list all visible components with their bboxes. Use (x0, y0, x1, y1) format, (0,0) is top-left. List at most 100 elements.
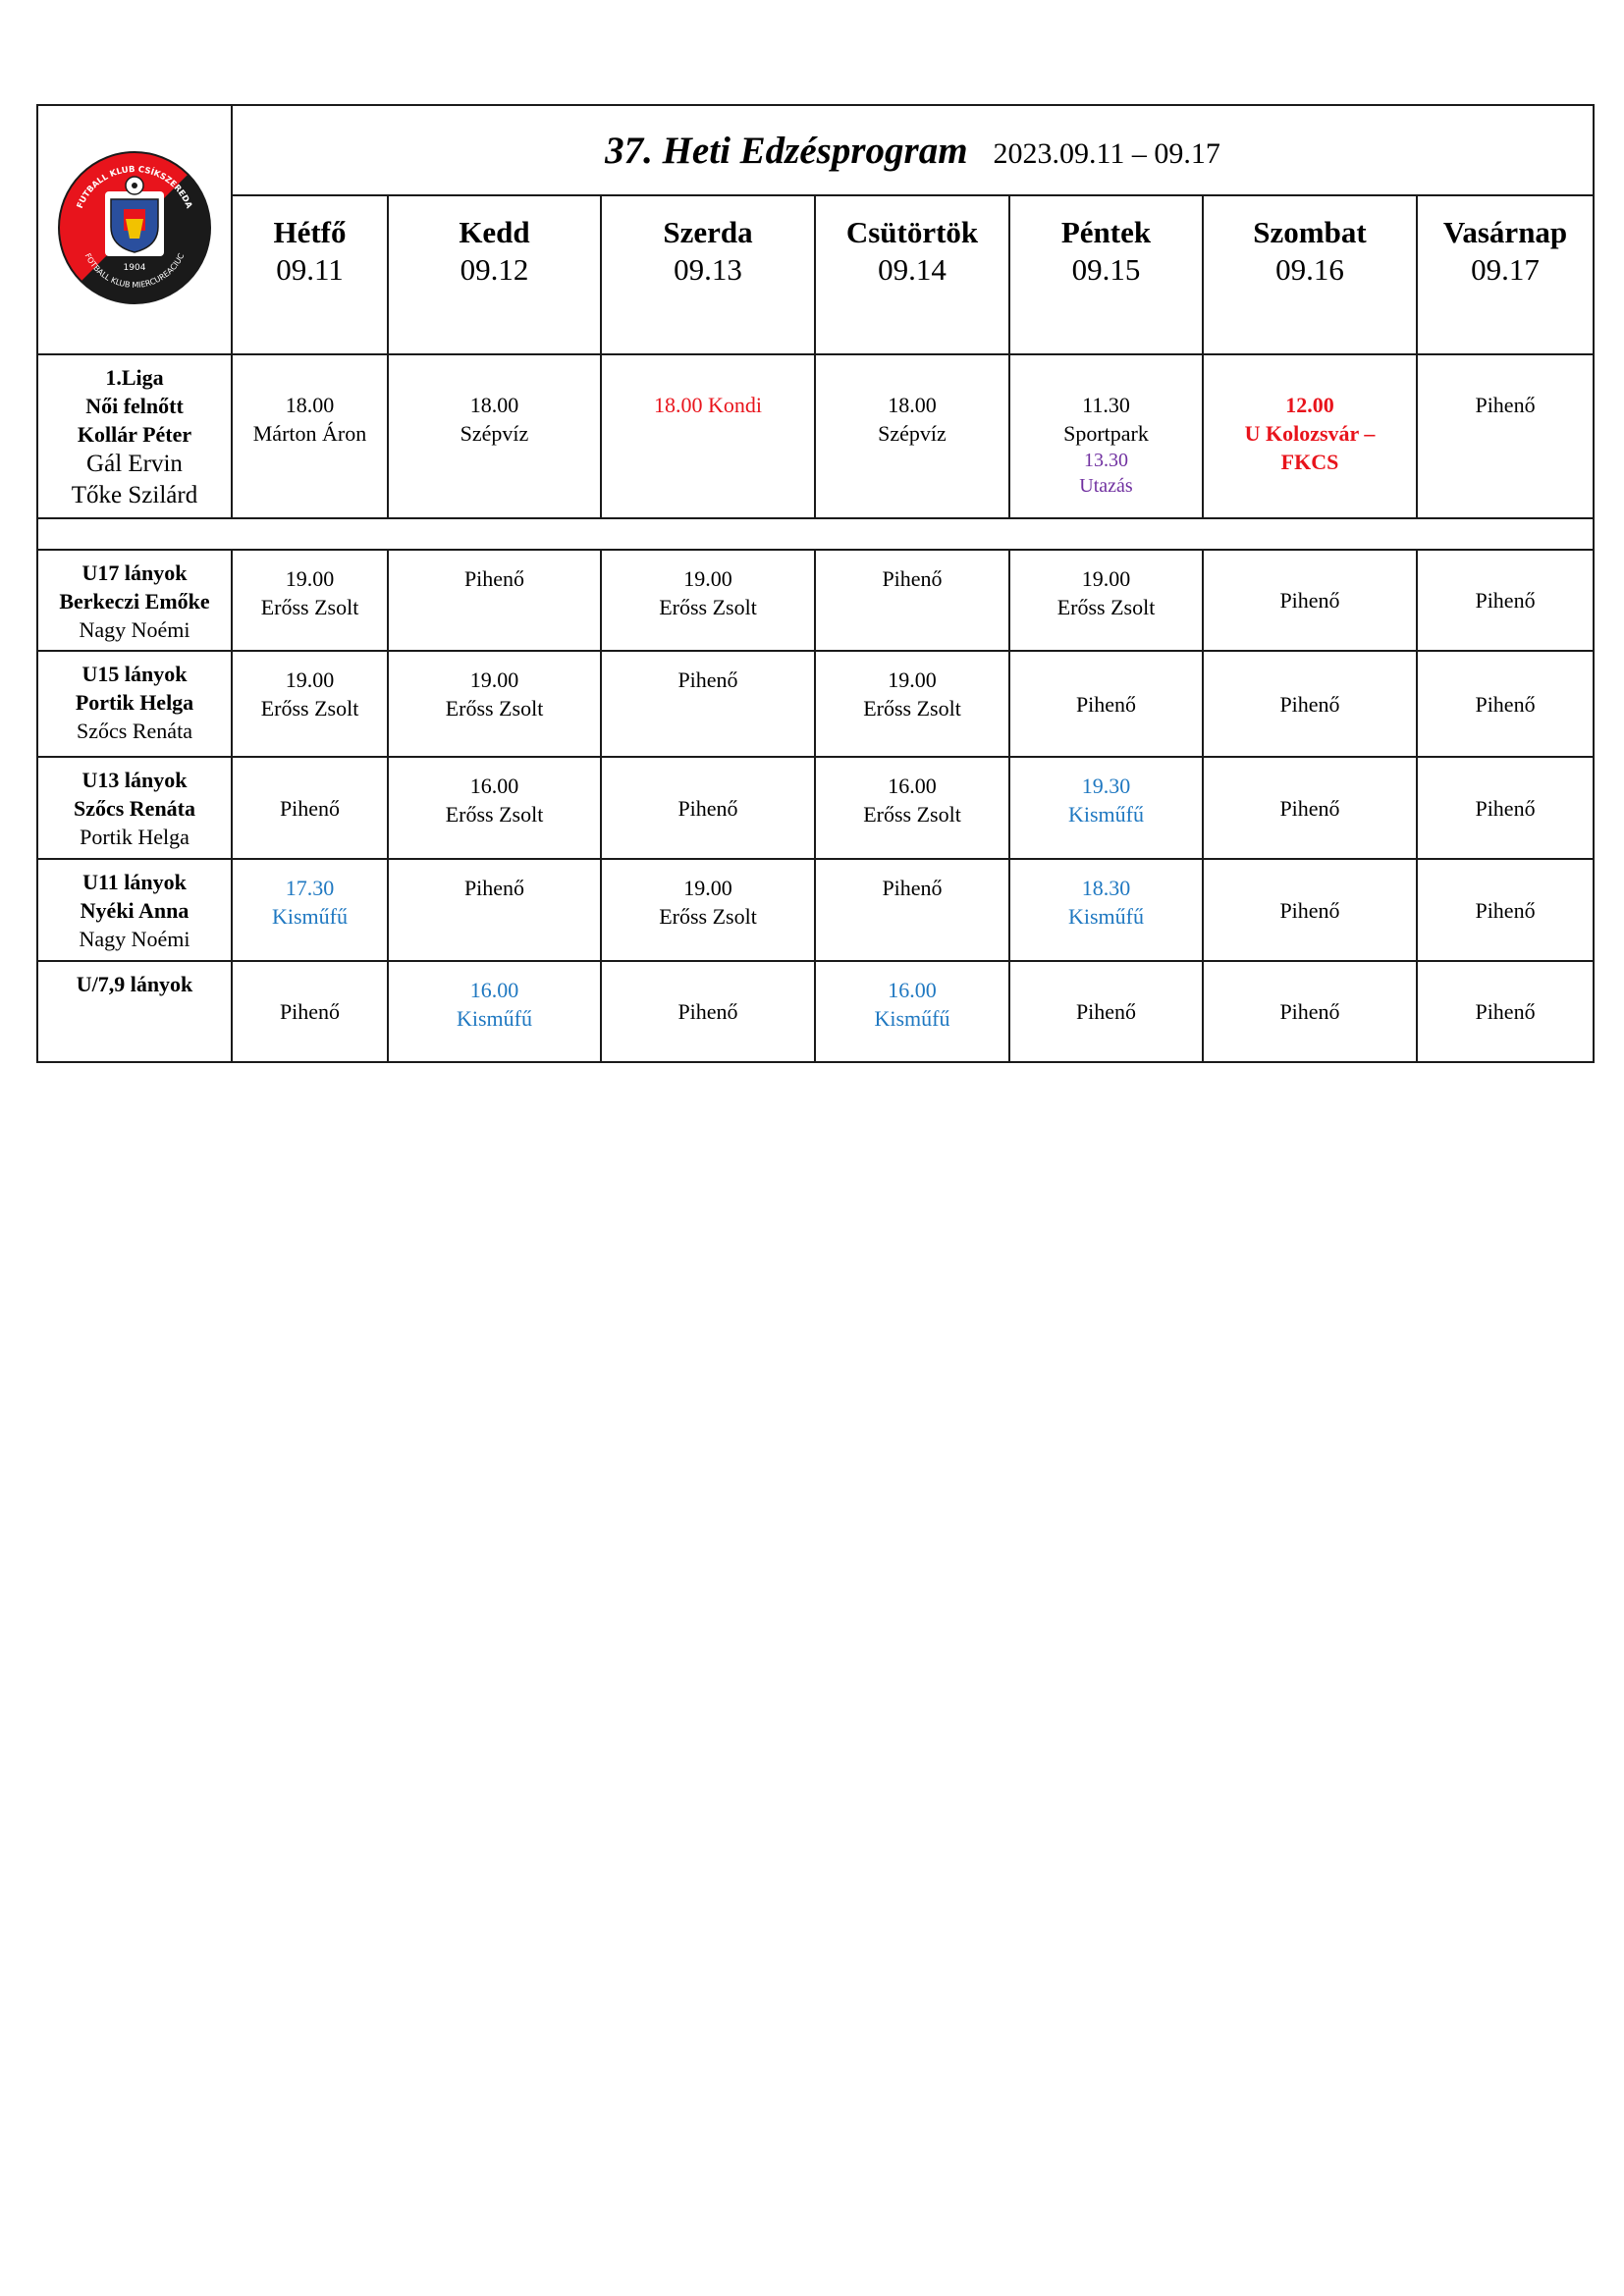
session-time: 16.00 (888, 774, 937, 798)
rest-text: Pihenő (1475, 691, 1536, 717)
session-time: 16.00 (888, 978, 937, 1002)
session-place: Erőss Zsolt (659, 904, 757, 929)
rest-text: Pihenő (463, 566, 525, 591)
session-time: 11.30 (1082, 393, 1130, 417)
team-name: U/7,9 lányok (76, 972, 193, 996)
day-date: 09.17 (1471, 252, 1540, 287)
rest-text: Pihenő (1279, 999, 1340, 1024)
schedule-row-u17: U17 lányok Berkeczi Emőke Nagy Noémi 19.… (36, 549, 1596, 652)
rest-text: Pihenő (1075, 691, 1137, 717)
session-text: 18.00 Kondi (654, 393, 762, 417)
schedule-row-liga: 1.Liga Női felnőtt Kollár Péter Gál Ervi… (36, 353, 1596, 519)
session-cell: 11.30 Sportpark 13.30 Utazás (1008, 353, 1204, 519)
match-cell: 12.00 U Kolozsvár – FKCS (1202, 353, 1418, 519)
session-time: 19.00 (888, 667, 937, 692)
rest-text: Pihenő (882, 566, 943, 591)
session-cell: Pihenő (1202, 960, 1418, 1063)
day-date: 09.11 (276, 252, 344, 287)
day-date: 09.13 (674, 252, 742, 287)
schedule-row-u15: U15 lányok Portik Helga Szőcs Renáta 19.… (36, 650, 1596, 758)
day-name: Csütörtök (845, 215, 979, 249)
schedule-row-u13: U13 lányok Szőcs Renáta Portik Helga Pih… (36, 756, 1596, 860)
session-place: Erőss Zsolt (863, 696, 961, 721)
match-teams: U Kolozsvár – (1244, 421, 1376, 446)
day-name: Hétfő (273, 215, 347, 249)
date-range: 2023.09.11 – 09.17 (993, 136, 1220, 170)
session-cell: Pihenő (1415, 549, 1596, 652)
rest-text: Pihenő (677, 795, 738, 821)
session-cell: Pihenő (600, 756, 816, 860)
session-cell: Pihenő (1415, 650, 1596, 758)
session-place: Márton Áron (252, 421, 367, 446)
title-cell: 37. Heti Edzésprogram 2023.09.11 – 09.17 (230, 104, 1596, 196)
session-time: 16.00 (469, 978, 519, 1002)
coach-name: Tőke Szilárd (71, 482, 198, 508)
session-cell: 18.00 Szépvíz (387, 353, 602, 519)
day-date: 09.15 (1071, 252, 1141, 287)
rest-text: Pihenő (1475, 795, 1536, 821)
session-place: Erőss Zsolt (445, 696, 544, 721)
team-cell: U13 lányok Szőcs Renáta Portik Helga (36, 756, 233, 860)
session-place: Erőss Zsolt (659, 595, 757, 619)
rest-text: Pihenő (1475, 393, 1536, 417)
travel-label: Utazás (1079, 475, 1133, 497)
session-time: 16.00 (469, 774, 519, 798)
session-time: 19.00 (469, 667, 519, 692)
coach-name: Nyéki Anna (80, 898, 189, 923)
session-time: 19.00 (1081, 566, 1131, 591)
logo-cell: FUTBALL KLUB CSÍKSZEREDA FOTBALL KLUB MI… (36, 104, 233, 355)
coach-name: Portik Helga (80, 825, 189, 849)
day-date: 09.16 (1275, 252, 1344, 287)
session-cell: Pihenő (1415, 960, 1596, 1063)
session-cell: Pihenő (387, 549, 602, 652)
session-cell: Pihenő (1202, 756, 1418, 860)
rest-text: Pihenő (1475, 588, 1536, 613)
session-place: Erőss Zsolt (863, 802, 961, 827)
day-date: 09.12 (460, 252, 529, 287)
session-cell: 18.00 Szépvíz (814, 353, 1010, 519)
session-place: Szépvíz (460, 421, 529, 446)
session-place: Kisműfű (457, 1006, 532, 1031)
session-place: Erőss Zsolt (260, 595, 359, 619)
rest-text: Pihenő (1279, 691, 1340, 717)
session-time: 17.30 (285, 876, 335, 900)
session-cell: Pihenő (1202, 549, 1418, 652)
session-cell: Pihenő (600, 960, 816, 1063)
session-cell: Pihenő (1008, 650, 1204, 758)
session-time: 19.00 (285, 667, 335, 692)
team-name: U11 lányok (82, 870, 187, 894)
session-place: Erőss Zsolt (1056, 595, 1156, 619)
session-cell: Pihenő (1202, 858, 1418, 962)
team-cell: U11 lányok Nyéki Anna Nagy Noémi (36, 858, 233, 962)
team-cell: U15 lányok Portik Helga Szőcs Renáta (36, 650, 233, 758)
rest-text: Pihenő (677, 667, 738, 692)
coach-name: Kollár Péter (77, 422, 192, 447)
session-place: Kisműfű (1068, 802, 1144, 827)
schedule-table: FUTBALL KLUB CSÍKSZEREDA FOTBALL KLUB MI… (35, 104, 1596, 1063)
rest-text: Pihenő (677, 999, 738, 1024)
coach-name: Gál Ervin (86, 451, 183, 477)
session-place: Kisműfű (1068, 904, 1144, 929)
league-name: 1.Liga (105, 365, 164, 390)
spacer-cell (35, 517, 1596, 551)
rest-text: Pihenő (279, 999, 341, 1024)
coach-name: Szőcs Renáta (73, 796, 196, 821)
rest-text: Pihenő (1075, 999, 1137, 1024)
session-cell: Pihenő (1008, 960, 1204, 1063)
coach-name: Szőcs Renáta (77, 719, 192, 743)
coach-name: Nagy Noémi (79, 617, 190, 642)
page-title: 37. Heti Edzésprogram (605, 129, 968, 172)
